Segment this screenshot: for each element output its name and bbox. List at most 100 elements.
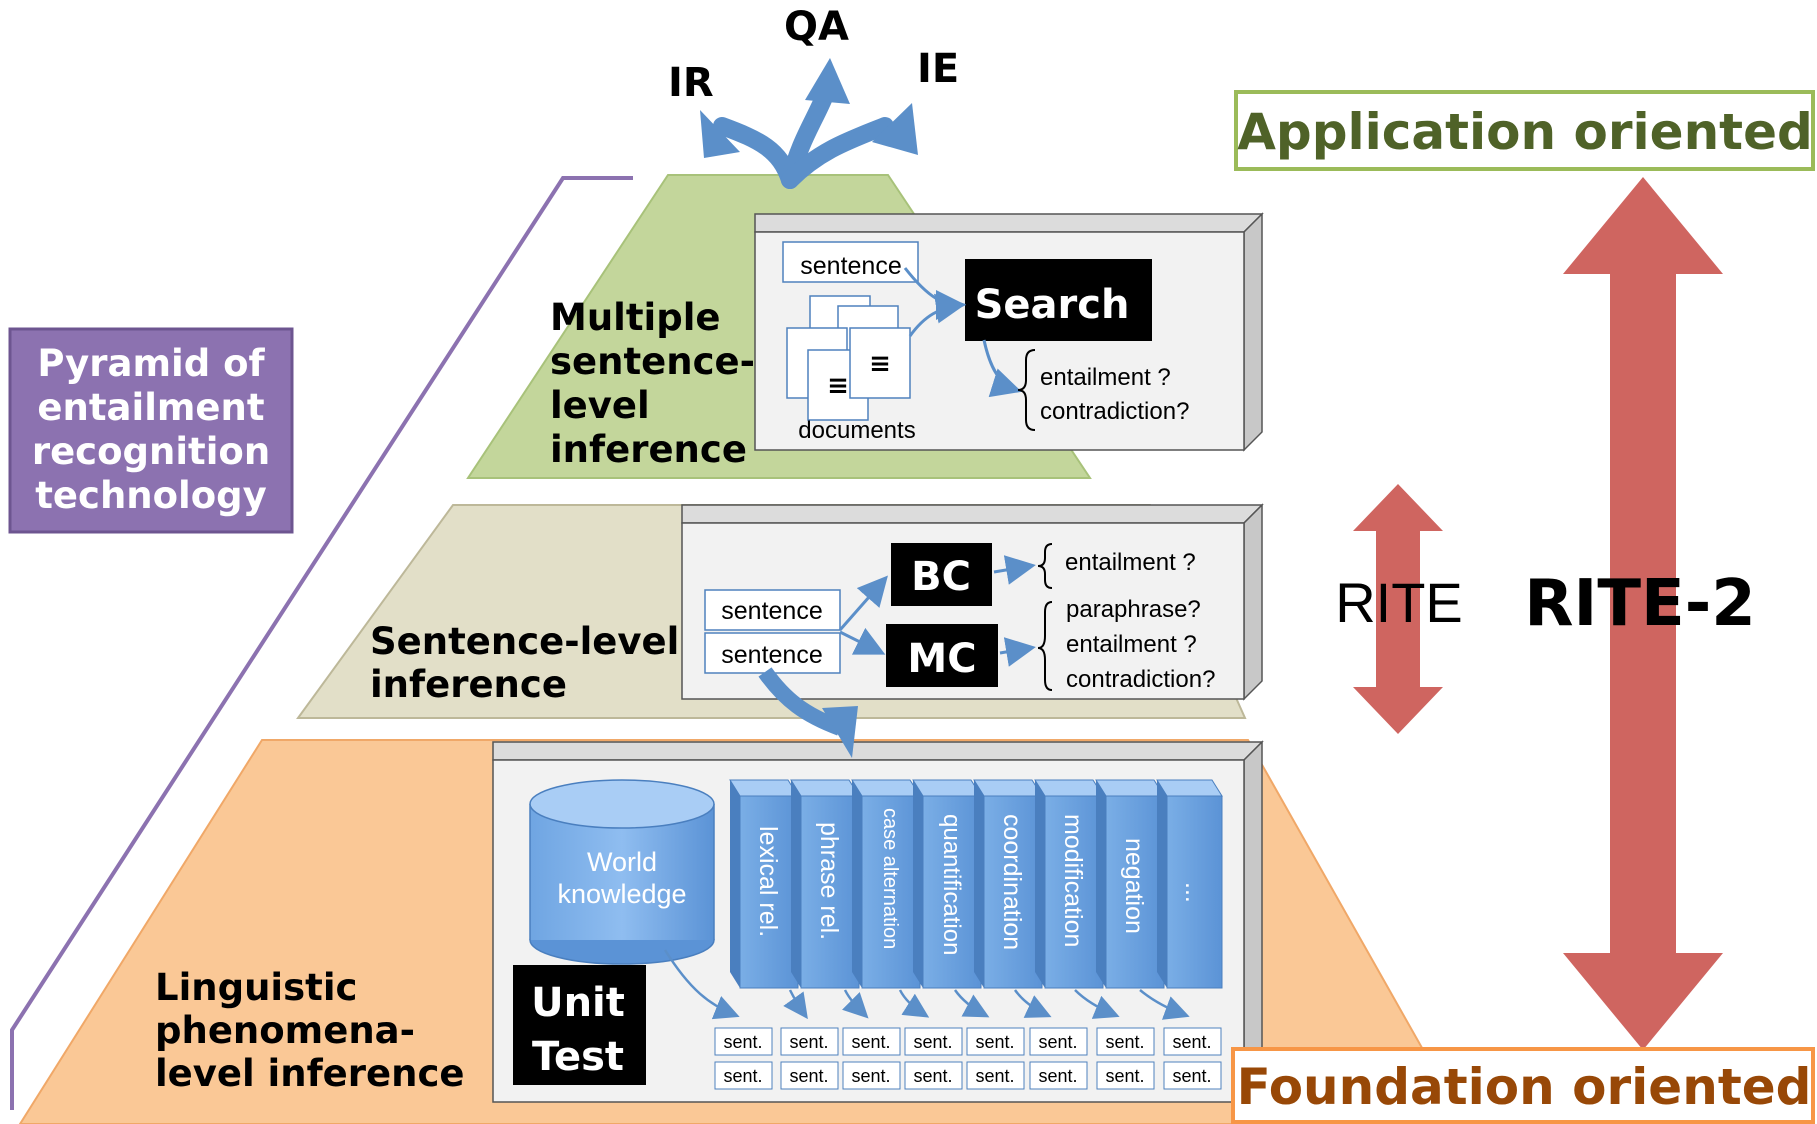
top-results-brace (1017, 349, 1036, 431)
foundation-box (1231, 1047, 1815, 1124)
column-phrase-rel: phrase rel. (790, 779, 860, 989)
top-box-3d-top (754, 213, 1264, 233)
side-label-line-3: recognition (32, 430, 270, 473)
arrow-head-qa (805, 58, 850, 104)
arrow-sentence-to-linguistic (758, 667, 843, 736)
output-arrows (713, 86, 894, 189)
top-result-2: contradiction? (1040, 398, 1189, 425)
middle-box-3d-top (681, 504, 1264, 524)
bc-result-1: entailment ? (1065, 549, 1196, 576)
column-ellipsis: ... (1156, 779, 1223, 989)
sent-boxes (714, 1027, 1222, 1090)
sent-label: sent. (1172, 1066, 1211, 1086)
column-label-modification: modification (1059, 814, 1087, 947)
column-label-lexical-rel: lexical rel. (754, 826, 782, 937)
search-box[interactable] (965, 259, 1152, 341)
top-box-3d-side (1243, 212, 1263, 452)
column-label-case-alternation: case alternation (879, 808, 901, 949)
arrow-docs-to-search (908, 293, 966, 337)
mc-result-2: entailment ? (1066, 631, 1197, 658)
unit-test-label-2: Test (532, 1034, 624, 1080)
middle-level-label-1: Sentence-level (370, 620, 679, 663)
column-label-negation: negation (1120, 838, 1148, 934)
mc-results-brace (1037, 601, 1053, 691)
middle-sentence-label-2: sentence (721, 641, 822, 669)
middle-box-3d-side (1243, 503, 1263, 701)
bottom-box-3d-top (492, 741, 1264, 761)
phenomenon-columns: lexical rel. phrase rel. case alternatio… (729, 779, 1223, 989)
output-qa: QA (784, 4, 849, 50)
side-label-box (8, 327, 294, 534)
documents-label: documents (798, 417, 915, 444)
top-level-label-3: level (550, 384, 650, 427)
arrow-sentence-to-linguistic-head (822, 706, 858, 758)
column-coordination: coordination (973, 779, 1043, 989)
arrow-head-ie (872, 103, 918, 155)
middle-sentence-box-2 (704, 632, 841, 674)
side-label-line-1: Pyramid of (37, 342, 265, 385)
column-case-alternation: case alternation (851, 779, 921, 989)
arrow-search-to-results (982, 339, 1022, 398)
sent-label: sent. (913, 1032, 952, 1052)
middle-level-label-2: inference (370, 663, 567, 706)
column-lexical-rel: lexical rel. (729, 779, 799, 989)
column-label-coordination: coordination (998, 814, 1026, 950)
rite2-double-arrow (1563, 177, 1723, 1050)
sent-label: sent. (789, 1066, 828, 1086)
sent-label: sent. (851, 1066, 890, 1086)
world-knowledge-cylinder (529, 779, 715, 965)
arrow-head-ir (700, 110, 740, 158)
world-knowledge-label-2: knowledge (557, 879, 686, 909)
middle-sentence-box-1 (704, 589, 841, 631)
bc-label: BC (911, 554, 971, 600)
arrow-mc-to-results (999, 637, 1036, 667)
side-label-line-2: entailment (37, 386, 264, 429)
column-label-phrase-rel: phrase rel. (815, 822, 843, 940)
sent-label: sent. (723, 1032, 762, 1052)
unit-test-box[interactable] (513, 965, 646, 1085)
bc-box[interactable] (891, 543, 992, 606)
world-knowledge-label-1: World (587, 847, 657, 877)
bottom-level-label-1: Linguistic (155, 966, 357, 1009)
mc-box[interactable] (886, 624, 998, 687)
top-sentence-box (782, 241, 919, 283)
document-stack-icon (786, 295, 911, 421)
column-label-ellipsis: ... (1180, 882, 1208, 903)
column-modification: modification (1034, 779, 1104, 989)
bottom-level-label-3: level inference (155, 1052, 464, 1095)
sent-label: sent. (723, 1066, 762, 1086)
sent-arrows (663, 949, 1190, 1020)
unit-test-label-1: Unit (531, 980, 625, 1026)
mc-result-3: contradiction? (1066, 666, 1215, 693)
column-negation: negation (1095, 779, 1165, 989)
top-sentence-label: sentence (800, 252, 901, 280)
sent-label: sent. (1172, 1032, 1211, 1052)
arrow-bc-to-result (993, 555, 1036, 585)
side-label-line-4: technology (35, 474, 267, 517)
document-icon-glyph-2: ≡ (827, 371, 849, 401)
column-quantification: quantification (912, 779, 982, 989)
top-level-label-4: inference (550, 428, 747, 471)
mc-result-1: paraphrase? (1066, 596, 1201, 623)
output-ir: IR (668, 60, 714, 106)
top-level-label-1: Multiple (550, 296, 720, 339)
sent-label: sent. (1105, 1066, 1144, 1086)
sent-label: sent. (975, 1032, 1014, 1052)
bc-results-brace (1037, 543, 1053, 589)
document-icon-glyph-1: ≡ (869, 349, 891, 379)
rite-label: RITE (1335, 571, 1463, 634)
arrow-sentence-to-mc (839, 627, 886, 655)
sent-label: sent. (913, 1066, 952, 1086)
sent-label: sent. (789, 1032, 828, 1052)
pyramid-bracket-line (10, 176, 633, 1110)
rite2-label: RITE-2 (1524, 567, 1756, 641)
search-label: Search (975, 282, 1130, 328)
top-level-label-2: sentence- (550, 340, 755, 383)
mc-label: MC (907, 636, 976, 682)
application-label: Application oriented (1237, 103, 1813, 161)
sent-label: sent. (1038, 1066, 1077, 1086)
foundation-label: Foundation oriented (1237, 1058, 1812, 1116)
application-box (1234, 90, 1815, 171)
sent-label: sent. (1038, 1032, 1077, 1052)
